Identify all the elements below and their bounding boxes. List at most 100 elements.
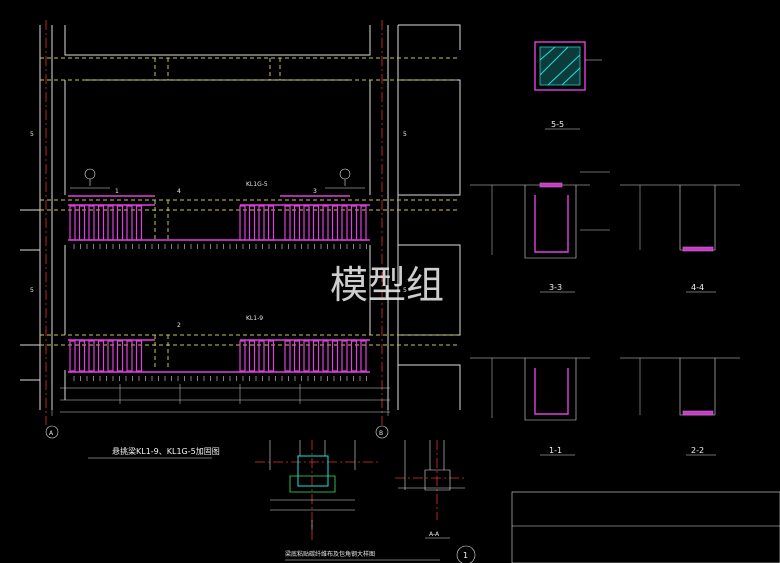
stirrup-strip	[78, 340, 86, 372]
axis-bubble-b	[375, 425, 389, 439]
stirrup-strip	[239, 340, 246, 372]
stirrup-strip	[116, 340, 124, 372]
stirrup-strip	[97, 205, 105, 241]
section-3-3-title: 3-3	[549, 283, 562, 292]
detail-column	[297, 455, 329, 487]
stirrup-strip	[303, 340, 310, 372]
stirrup-strip	[267, 205, 275, 241]
span-marker-5d: 5	[403, 287, 407, 294]
section-3-3-plate	[539, 182, 563, 188]
stirrup-strip	[116, 205, 124, 241]
stirrup-strip	[303, 205, 310, 241]
section-4-4: 4-4	[620, 184, 740, 293]
stirrup-strip	[258, 340, 265, 372]
watermark: 模型组	[330, 263, 444, 307]
title-block	[511, 491, 780, 563]
beam-label-lower: KL1-9	[246, 315, 263, 322]
stirrup-strip	[135, 205, 143, 241]
stirrup-strip	[331, 205, 339, 241]
section-5-5-title: 5-5	[551, 120, 564, 129]
section-2-2: 2-2	[620, 357, 740, 456]
section-marker-3	[84, 168, 96, 180]
section-3-3-beam	[524, 195, 577, 259]
stirrup-strip	[341, 340, 348, 372]
detail-dims	[270, 499, 355, 530]
section-mark-4: 4	[177, 188, 181, 195]
stirrup-strip	[88, 205, 95, 241]
section-3-3-dims	[491, 171, 610, 255]
section-2-2-title: 2-2	[691, 446, 704, 455]
axis-bubble-a	[45, 425, 59, 439]
stirrup-strip	[312, 205, 320, 241]
section-mark-3: 3	[313, 188, 317, 195]
section-5-5-hatch	[539, 46, 581, 86]
stirrup-strip	[78, 205, 86, 241]
column-lines	[39, 25, 399, 410]
stirrup-strip	[350, 340, 358, 372]
section-a-a-outline	[398, 440, 465, 491]
stirrup-strip	[107, 340, 114, 372]
stirrup-strip	[360, 205, 367, 241]
section-mark-2: 2	[177, 322, 181, 329]
stirrup-strip	[293, 340, 301, 372]
title-block-frame	[511, 491, 780, 563]
anchor-group	[73, 244, 367, 381]
detail-caption: 梁底粘贴碳纤维布及包角钢大样图	[285, 550, 375, 558]
detail-walls	[269, 440, 356, 470]
detail-number-bubble	[456, 545, 476, 563]
section-3-3-slab	[470, 184, 590, 195]
detail-number: 1	[463, 551, 468, 560]
section-1-1: 1-1	[470, 357, 590, 456]
stirrup-strip	[331, 340, 339, 372]
section-5-5: 5-5	[534, 41, 602, 130]
right-wall	[398, 24, 461, 410]
stirrup-strip	[126, 340, 133, 372]
stirrup-strip	[88, 340, 95, 372]
steel-strips	[68, 204, 370, 373]
section-1-1-beam	[470, 357, 590, 421]
axis-label-a: A	[49, 430, 54, 437]
beam-label-upper: KL1G-5	[246, 181, 268, 188]
stirrup-strip	[322, 205, 329, 241]
plan-view: A B KL1G-5 KL1-9 5 5 5 5 2 4 1 3 悬挑梁KL1-…	[20, 20, 461, 459]
stirrup-strip	[293, 205, 301, 241]
stirrup-strip	[239, 205, 246, 241]
stirrup-strip	[341, 205, 348, 241]
wall-outline	[64, 25, 371, 400]
stirrup-strip	[284, 205, 291, 241]
section-a-a-title: A-A	[429, 531, 440, 538]
section-4-4-plate	[682, 246, 714, 252]
stirrup-strip	[267, 340, 275, 372]
axis-label-b: B	[379, 430, 383, 437]
stirrup-strip	[284, 340, 291, 372]
detail-base	[289, 475, 336, 493]
section-5-5-steel	[534, 41, 586, 91]
section-1-1-steel	[534, 368, 569, 415]
section-mark-1: 1	[115, 188, 119, 195]
section-3-3-steel	[534, 195, 569, 253]
stirrup-strip	[360, 340, 367, 372]
stirrup-strip	[312, 340, 320, 372]
beam-top-hidden	[40, 57, 460, 81]
span-marker-5c: 5	[403, 131, 407, 138]
stirrup-strip	[107, 205, 114, 241]
section-1-1-title: 1-1	[549, 446, 562, 455]
marker-leaders	[70, 179, 365, 189]
stirrup-strip	[97, 340, 105, 372]
section-5-5-core	[539, 46, 581, 86]
stirrup-strip	[69, 340, 76, 372]
dimension-lines	[51, 384, 390, 416]
left-ticks	[20, 209, 40, 381]
stirrup-strip	[69, 205, 76, 241]
span-marker-5b: 5	[30, 287, 34, 294]
section-2-2-plate	[682, 410, 714, 416]
section-4-4-title: 4-4	[691, 283, 704, 292]
section-a-a: A-A	[395, 440, 465, 539]
stirrup-strip	[135, 340, 143, 372]
stirrup-strip	[258, 205, 265, 241]
section-2-2-beam	[620, 357, 740, 416]
stirrup-strip	[126, 205, 133, 241]
stirrup-strip	[248, 205, 256, 241]
